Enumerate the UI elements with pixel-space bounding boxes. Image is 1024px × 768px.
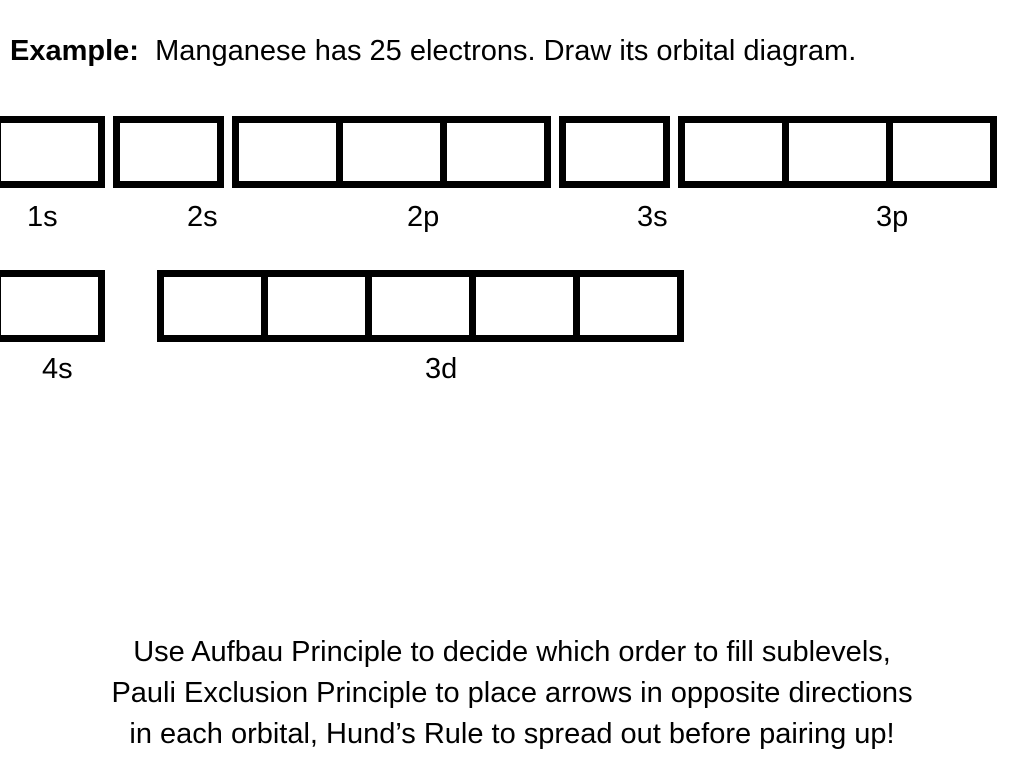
example-label: Example: [10,35,139,67]
sublevel-label-1s: 1s [27,201,58,233]
orbital-box [232,116,343,188]
instruction-line: Pauli Exclusion Principle to place arrow… [111,677,913,709]
orbital-box [0,270,105,342]
sublevel-label-3s: 3s [637,201,668,233]
orbital-box [573,270,684,342]
sublevel-3p-boxes [678,116,997,188]
orbital-box [782,116,893,188]
orbital-box [0,116,105,188]
sublevel-1s-boxes [0,116,105,188]
instruction-line: Use Aufbau Principle to decide which ord… [133,636,891,668]
sublevel-label-2s: 2s [187,201,218,233]
sublevel-label-4s: 4s [42,353,73,385]
instructions: Use Aufbau Principle to decide which ord… [0,632,1024,755]
sublevel-label-2p: 2p [407,201,440,233]
sublevel-3d-boxes [157,270,684,342]
orbital-box [113,116,224,188]
sublevel-3s-boxes [559,116,670,188]
orbital-box [261,270,372,342]
orbital-box [469,270,580,342]
orbital-box [559,116,670,188]
sublevel-4s-boxes [0,270,105,342]
orbital-box [336,116,447,188]
orbital-box [678,116,789,188]
sublevel-2s-boxes [113,116,224,188]
example-prompt: Manganese has 25 electrons. Draw its orb… [155,35,857,67]
orbital-box [440,116,551,188]
orbital-row-1 [0,116,997,188]
orbital-box [157,270,268,342]
instruction-line: in each orbital, Hund’s Rule to spread o… [129,718,895,750]
example-heading: Example: Manganese has 25 electrons. Dra… [10,34,856,69]
orbital-box [365,270,476,342]
sublevel-label-3p: 3p [876,201,909,233]
orbital-box [886,116,997,188]
sublevel-2p-boxes [232,116,551,188]
sublevel-label-3d: 3d [425,353,458,385]
orbital-row-2 [0,270,684,342]
